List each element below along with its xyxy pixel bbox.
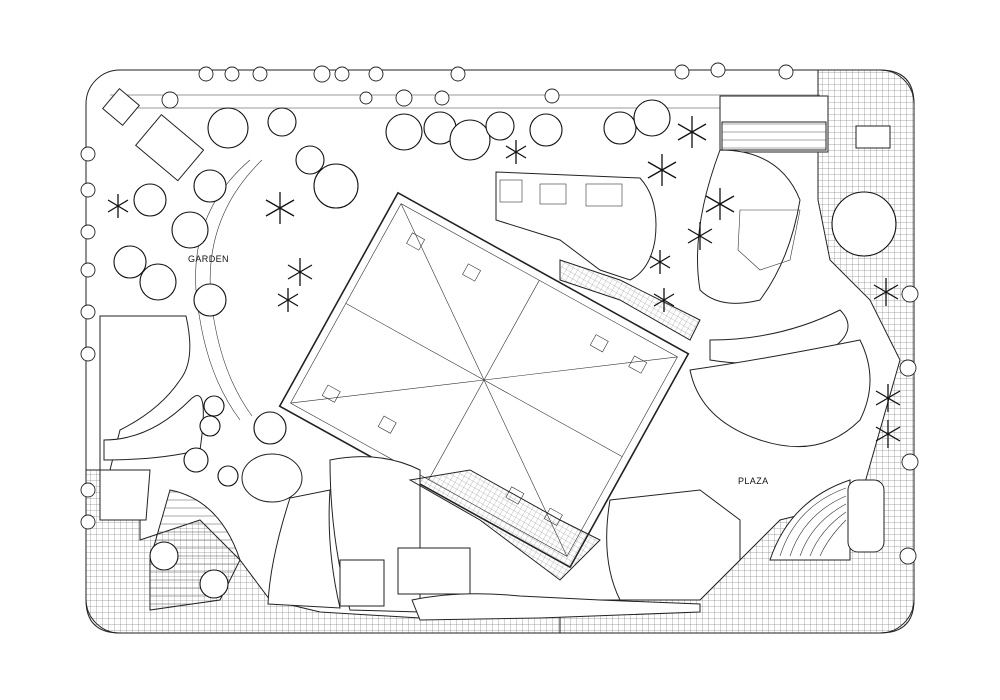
annex-room-2 [539,183,567,205]
south-room-1 [339,559,385,607]
ne-building-roof [721,121,827,151]
nw-pavilion [134,113,205,182]
south-room-2 [397,547,471,595]
sw-curved-block [267,489,341,609]
east-wing [689,339,871,448]
tree-row-west [80,146,96,530]
amphitheatre [769,479,851,561]
ne-curved-volume [697,149,801,304]
annex-room-1 [499,179,523,203]
palm-trees [107,116,901,448]
south-curved-gallery [411,593,701,621]
plaza-label: PLAZA [738,476,769,486]
tree-row-north [161,62,794,109]
amphitheatre-stage [847,479,885,553]
garden-label: GARDEN [188,254,229,264]
west-oval-pavilion [241,453,303,503]
nw-kiosk [101,87,141,127]
west-curved-wall [103,395,204,461]
se-curved-block [606,489,741,601]
tree-row-east [899,285,919,565]
hall-east-terrace [559,259,701,341]
ne-curved-volume-2 [737,209,801,271]
north-annex [495,171,657,281]
garden-tree-canopies [113,99,897,599]
west-curved-building [99,315,191,471]
west-lower-block [99,469,151,521]
ne-small-block [855,125,891,149]
annex-room-3 [585,183,623,207]
south-hatched-terrace [408,469,601,581]
